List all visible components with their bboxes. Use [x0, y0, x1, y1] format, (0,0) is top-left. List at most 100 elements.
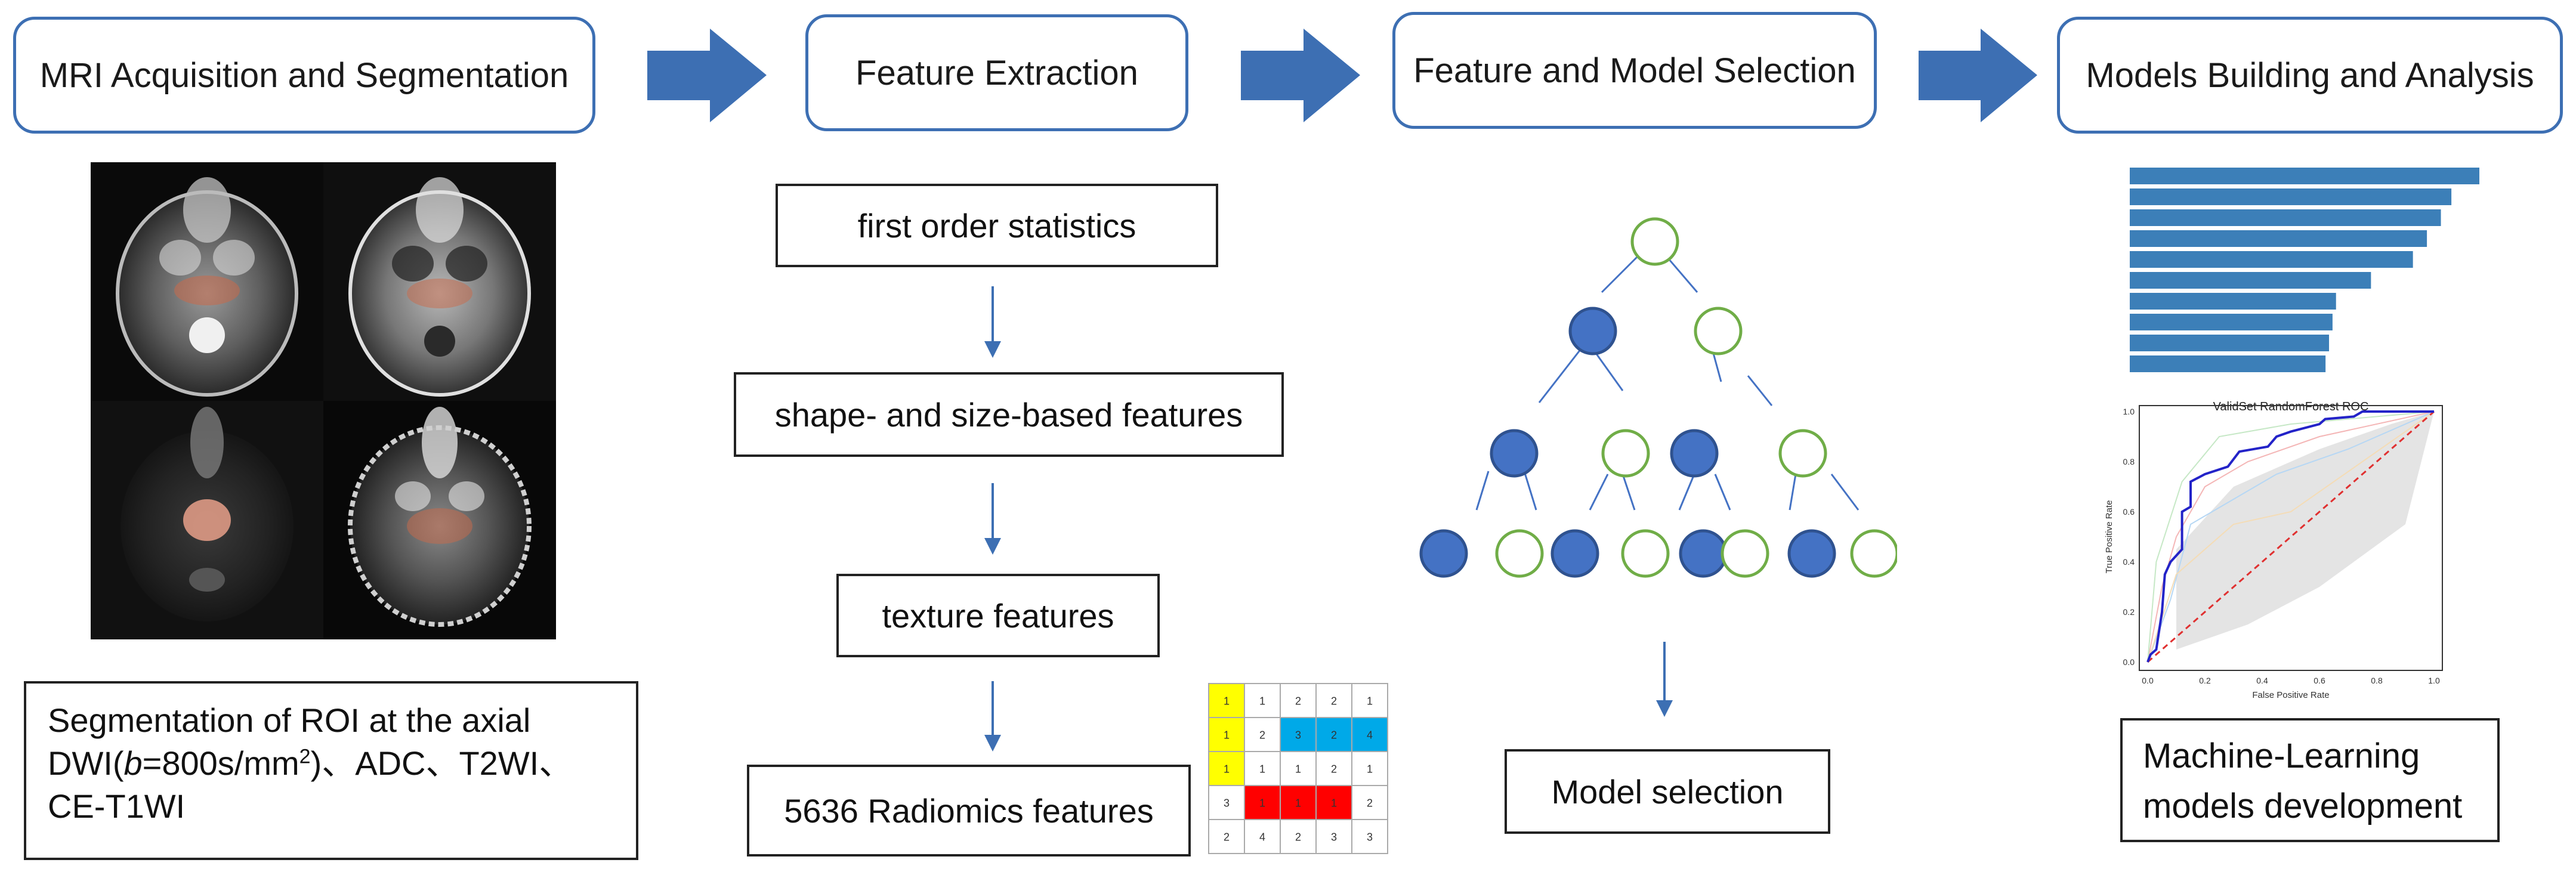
matrix-cell	[1351, 785, 1388, 820]
matrix-cell	[1208, 819, 1245, 854]
flow-arrow-3	[1919, 29, 2037, 122]
matrix-cell	[1244, 683, 1281, 718]
model-selection-arrow	[1656, 642, 1673, 717]
ml-caption-line-2: models development	[2143, 787, 2463, 825]
tree-leaf	[1721, 529, 1769, 578]
matrix-cell-value: 2	[1224, 831, 1230, 843]
roc-confidence-band	[2176, 412, 2434, 650]
matrix-cell-value: 2	[1295, 831, 1301, 843]
radiomics-features-total-box: 5636 Radiomics features	[747, 765, 1191, 856]
matrix-cell-value: 3	[1367, 831, 1373, 843]
flow-arrow-1	[647, 29, 767, 122]
feature-importance-bars	[2130, 168, 2479, 372]
roc-x-tick: 0.8	[2371, 676, 2383, 685]
matrix-cell-value: 1	[1224, 695, 1230, 707]
importance-bar	[2130, 168, 2479, 184]
tree-leaf	[1787, 529, 1836, 578]
tree-leaf	[1419, 529, 1468, 578]
matrix-cell-value: 1	[1331, 797, 1337, 809]
roc-title: ValidSet RandomForest ROC	[2213, 400, 2369, 413]
tree-leaf	[1550, 529, 1599, 578]
roc-fold-curve	[2147, 411, 2435, 663]
header-mri-acquisition: MRI Acquisition and Segmentation	[13, 17, 595, 134]
ml-models-caption: Machine-Learning models development	[2120, 718, 2500, 842]
mri-dwi-panel	[91, 401, 323, 639]
matrix-cell	[1315, 819, 1352, 854]
tree-node	[1778, 429, 1827, 478]
header-models-label: Models Building and Analysis	[2086, 55, 2534, 95]
tree-node	[1670, 429, 1719, 478]
matrix-cell-value: 1	[1259, 763, 1265, 775]
header-mri-label: MRI Acquisition and Segmentation	[39, 55, 569, 95]
importance-bar	[2130, 209, 2441, 226]
roc-fold-curve	[2147, 411, 2435, 663]
matrix-cell	[1280, 785, 1317, 820]
matrix-cell-value: 3	[1331, 831, 1337, 843]
roc-x-tick: 0.4	[2256, 676, 2268, 685]
matrix-cell-value: 2	[1259, 729, 1265, 741]
model-selection-label: Model selection	[1551, 772, 1784, 811]
importance-bar	[2130, 272, 2371, 289]
tree-node	[1490, 429, 1539, 478]
decision-tree	[1419, 217, 1897, 578]
matrix-cell-value: 1	[1367, 695, 1373, 707]
caption-line-3: CE-T1WI	[48, 787, 186, 825]
segmentation-caption: Segmentation of ROI at the axial DWI(b=8…	[24, 681, 638, 860]
tree-leaf	[1679, 529, 1728, 578]
tree-node-root	[1630, 217, 1679, 266]
matrix-cell-value: 2	[1331, 729, 1337, 741]
matrix-cell-value: 2	[1331, 695, 1337, 707]
caption-line-2: DWI(b=800s/mm2)、ADC、T2WI、	[48, 744, 573, 782]
matrix-cell-value: 1	[1224, 729, 1230, 741]
flow-arrow-2	[1241, 29, 1360, 122]
importance-bar	[2130, 251, 2413, 268]
matrix-cell	[1351, 717, 1388, 752]
matrix-cell-value: 1	[1295, 763, 1301, 775]
matrix-cell-value: 2	[1367, 797, 1373, 809]
header-selection-label: Feature and Model Selection	[1413, 51, 1856, 90]
matrix-cell-value: 2	[1295, 695, 1301, 707]
importance-bar	[2130, 314, 2333, 330]
matrix-cell	[1244, 819, 1281, 854]
matrix-cell-value: 2	[1331, 763, 1337, 775]
roc-y-tick: 1.0	[2123, 407, 2135, 416]
caption-line-1: Segmentation of ROI at the axial	[48, 701, 531, 739]
tree-node	[1568, 307, 1617, 355]
header-feature-model-selection: Feature and Model Selection	[1392, 12, 1877, 129]
mri-adc-panel	[323, 401, 556, 639]
matrix-cell	[1208, 751, 1245, 786]
matrix-cell	[1208, 683, 1245, 718]
roc-y-tick: 0.6	[2123, 507, 2135, 517]
roc-mean-curve	[2146, 410, 2434, 663]
first-order-statistics-box: first order statistics	[776, 184, 1218, 267]
roc-x-tick: 0.2	[2199, 676, 2211, 685]
header-feature-label: Feature Extraction	[855, 53, 1138, 92]
model-selection-box: Model selection	[1505, 749, 1830, 834]
flow-arrows	[647, 29, 2037, 122]
matrix-cell-value: 1	[1224, 763, 1230, 775]
roc-chance-line	[2147, 410, 2435, 663]
importance-bar	[2130, 355, 2326, 372]
roc-fold-curve	[2147, 411, 2435, 663]
texture-features-box: texture features	[836, 574, 1160, 657]
matrix-cell	[1351, 819, 1388, 854]
tree-leaf	[1495, 529, 1544, 578]
matrix-cell	[1244, 717, 1281, 752]
roc-x-tick: 0.6	[2314, 676, 2325, 685]
matrix-cell-value: 3	[1295, 729, 1301, 741]
tree-node	[1694, 307, 1743, 355]
shape-size-features-box: shape- and size-based features	[734, 372, 1284, 457]
matrix-cell-value: 1	[1259, 695, 1265, 707]
first-order-label: first order statistics	[857, 206, 1136, 245]
roc-y-label: True Positive Rate	[2104, 500, 2114, 574]
roc-y-tick: 0.4	[2123, 557, 2135, 567]
matrix-cell-value: 4	[1367, 729, 1373, 741]
texture-features-label: texture features	[882, 596, 1114, 635]
tree-leaf	[1850, 529, 1897, 578]
importance-bar	[2130, 293, 2336, 310]
header-models-building: Models Building and Analysis	[2057, 17, 2563, 134]
radiomics-total-label: 5636 Radiomics features	[784, 791, 1154, 830]
roc-y-tick: 0.0	[2123, 657, 2135, 667]
roc-x-label: False Positive Rate	[2252, 690, 2329, 700]
